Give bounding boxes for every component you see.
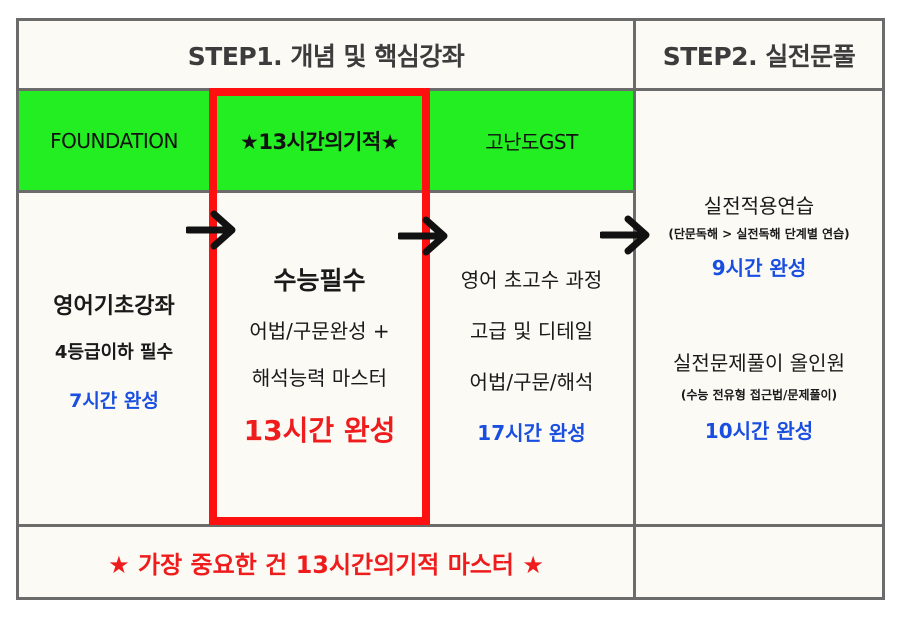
col4-a-sub: (단문독해 > 실전독해 단계별 연습) (668, 226, 850, 241)
col4-a-title: 실전적용연습 (703, 193, 815, 218)
arrow-right-icon (398, 216, 448, 256)
step1-title: STEP1. 개념 및 핵심강좌 (187, 41, 465, 71)
divider-header (19, 88, 882, 91)
divider-footer (19, 524, 882, 527)
advanced-text: 고난도GST (485, 130, 578, 154)
step2-title: STEP2. 실전문풀 (662, 41, 856, 71)
col-miracle: 수능필수 어법/구문완성 + 해석능력 마스터 13시간 완성 (217, 250, 422, 460)
col2-time: 13시간 완성 (243, 414, 396, 447)
step1-header: STEP1. 개념 및 핵심강좌 (19, 21, 633, 88)
divider-step (633, 21, 636, 597)
col1-sub: 4등급이하 필수 (54, 341, 174, 363)
footer-empty-cell (636, 527, 882, 597)
col4-b-title: 실전문제풀이 올인원 (673, 350, 845, 375)
col3-line2: 고급 및 디테일 (469, 319, 594, 343)
col-advanced: 영어 초고수 과정 고급 및 디테일 어법/구문/해석 17시간 완성 (430, 260, 633, 450)
col-practice-a: 실전적용연습 (단문독해 > 실전독해 단계별 연습) 9시간 완성 (636, 185, 882, 285)
advanced-label: 고난도GST (430, 91, 633, 190)
foundation-label: FOUNDATION (19, 91, 209, 190)
highlight-box (209, 88, 430, 525)
col2-line2: 해석능력 마스터 (251, 366, 388, 390)
col4-b-sub: (수능 전유형 접근법/문제풀이) (680, 387, 838, 402)
divider-band (19, 190, 634, 193)
footer-message: ★ 가장 중요한 건 13시간의기적 마스터 ★ (19, 527, 633, 597)
foundation-text: FOUNDATION (50, 128, 178, 153)
footer-text: ★ 가장 중요한 건 13시간의기적 마스터 ★ (108, 550, 544, 579)
col2-title: 수능필수 (273, 266, 366, 295)
miracle-text: ★13시간의기적★ (240, 129, 399, 154)
col-practice-b: 실전문제풀이 올인원 (수능 전유형 접근법/문제풀이) 10시간 완성 (636, 345, 882, 445)
miracle-label: ★13시간의기적★ (217, 91, 422, 190)
col-foundation: 영어기초강좌 4등급이하 필수 7시간 완성 (19, 270, 209, 430)
arrow-right-icon (186, 210, 236, 250)
col4-a-time: 9시간 완성 (711, 255, 807, 280)
col1-time: 7시간 완성 (69, 389, 159, 412)
col4-b-time: 10시간 완성 (704, 418, 814, 443)
step2-header: STEP2. 실전문풀 (636, 21, 882, 88)
green-band (19, 91, 634, 191)
col3-time: 17시간 완성 (477, 421, 586, 445)
col3-line1: 영어 초고수 과정 (460, 268, 603, 292)
col1-title: 영어기초강좌 (53, 293, 175, 319)
col2-line1: 어법/구문완성 + (249, 319, 390, 343)
arrow-right-icon (600, 215, 650, 255)
col3-line3: 어법/구문/해석 (469, 370, 594, 394)
